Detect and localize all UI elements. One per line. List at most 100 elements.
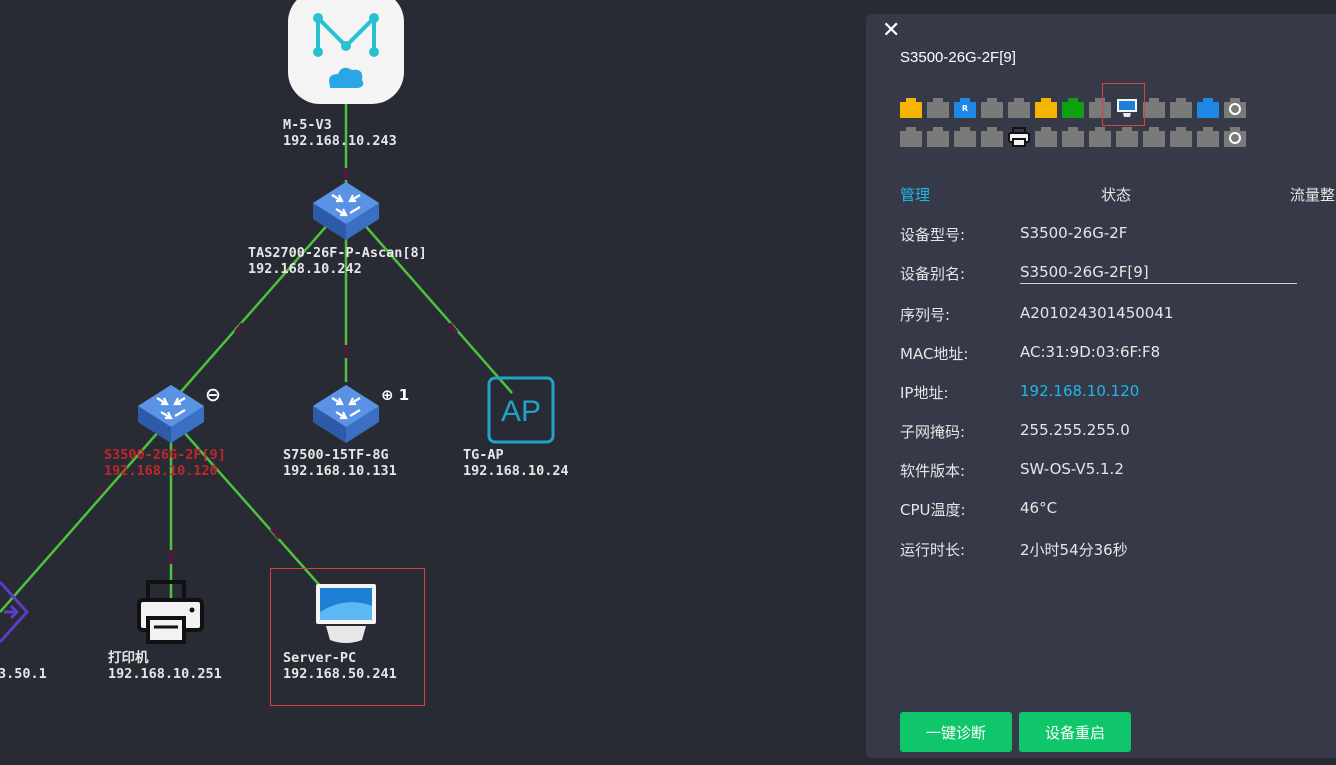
port-gray-icon[interactable] [927, 127, 949, 147]
port-gray-icon[interactable] [1062, 127, 1084, 147]
node-ip: 192.168.10.242 [248, 261, 362, 277]
device-alias-input[interactable] [1020, 261, 1297, 284]
node-name: M-5-V3 [283, 117, 332, 133]
info-value: S3500-26G-2F [1020, 224, 1128, 242]
cloud-controller-icon[interactable] [288, 0, 404, 104]
info-value: AC:31:9D:03:6F:F8 [1020, 343, 1161, 361]
port-label: R [961, 104, 969, 113]
selection-highlight [270, 568, 425, 706]
reboot-button[interactable]: 设备重启 [1019, 712, 1131, 752]
port-sfp-icon[interactable] [1224, 98, 1246, 118]
node-name: 打印机 [108, 650, 149, 666]
port-green-icon[interactable] [1062, 98, 1084, 118]
info-value: 2小时54分36秒 [1020, 541, 1128, 559]
info-key: IP地址: [900, 384, 949, 402]
port-gray-icon[interactable] [1170, 127, 1192, 147]
port-yellow-icon[interactable] [1035, 98, 1057, 118]
port-yellow-icon[interactable] [900, 98, 922, 118]
port-row-1: R [900, 98, 1246, 118]
node-name: TG-AP [463, 447, 504, 463]
info-key: MAC地址: [900, 345, 969, 363]
ip-address-link[interactable]: 192.168.10.120 [1020, 382, 1140, 400]
node-ip: 192.168.10.251 [108, 666, 222, 682]
router-icon[interactable] [0, 580, 30, 644]
expand-badge[interactable]: ⊕ 1 [381, 386, 410, 404]
port-gray-icon[interactable] [927, 98, 949, 118]
topology-links [0, 102, 513, 613]
close-icon[interactable]: ✕ [882, 18, 901, 43]
diagnose-button[interactable]: 一键诊断 [900, 712, 1012, 752]
port-blue-r-icon[interactable]: R [954, 98, 976, 118]
port-gray-icon[interactable] [954, 127, 976, 147]
node-ip: 192.168.10.131 [283, 463, 397, 479]
ap-icon-text: AP [501, 395, 541, 428]
port-gray-icon[interactable] [1143, 127, 1165, 147]
switch-icon[interactable] [313, 385, 379, 443]
node-label-router: 3.50.1 [0, 666, 47, 682]
port-gray-icon[interactable] [1170, 98, 1192, 118]
port-gray-icon[interactable] [981, 98, 1003, 118]
port-gray-icon[interactable] [1089, 98, 1111, 118]
port-monitor-icon[interactable] [1116, 98, 1138, 118]
switch-icon[interactable] [138, 385, 204, 443]
info-key: CPU温度: [900, 501, 966, 519]
port-sfp-icon[interactable] [1224, 127, 1246, 147]
node-name: S3500-26G-2F[9] [104, 447, 226, 463]
link-core-s3500 [177, 221, 331, 396]
info-value: A201024301450041 [1020, 304, 1174, 322]
node-ip: 192.168.10.24 [463, 463, 569, 479]
tab-manage[interactable]: 管理 [900, 186, 931, 204]
access-point-icon[interactable]: AP [487, 376, 555, 444]
port-gray-icon[interactable] [1008, 98, 1030, 118]
info-key: 运行时长: [900, 541, 966, 559]
node-label-core: TAS2700-26F-P-Ascan[8] 192.168.10.242 [248, 245, 427, 277]
info-value: SW-OS-V5.1.2 [1020, 460, 1124, 478]
info-key: 设备型号: [900, 226, 966, 244]
link-markers [96, 168, 458, 564]
link-marker [447, 322, 458, 335]
node-label-cloud: M-5-V3 192.168.10.243 [283, 117, 397, 149]
node-name: S7500-15TF-8G [283, 447, 389, 463]
port-printer-icon[interactable] [1008, 127, 1030, 147]
node-ip: 192.168.50.241 [283, 666, 397, 682]
port-gray-icon[interactable] [1143, 98, 1165, 118]
port-selection-highlight [1102, 83, 1145, 126]
node-label-printer: 打印机 192.168.10.251 [108, 650, 222, 682]
link-s3500-server [181, 429, 323, 589]
link-s3500-router [0, 429, 161, 613]
info-value: 46°C [1020, 499, 1058, 517]
monitor-icon[interactable] [316, 584, 376, 643]
node-ip: 192.168.10.120 [104, 463, 218, 479]
info-key: 设备别名: [900, 265, 966, 283]
printer-icon[interactable] [137, 580, 204, 644]
panel-title: S3500-26G-2F[9] [900, 49, 1016, 66]
link-marker [234, 322, 245, 335]
port-gray-icon[interactable] [1035, 127, 1057, 147]
collapse-badge[interactable]: ⊖ [205, 384, 221, 406]
node-name: TAS2700-26F-P-Ascan[8] [248, 245, 427, 261]
info-value: 255.255.255.0 [1020, 421, 1130, 439]
port-row-2 [900, 127, 1246, 147]
info-key: 子网掩码: [900, 423, 966, 441]
node-ip: 3.50.1 [0, 666, 47, 682]
node-label-server: Server-PC 192.168.50.241 [283, 650, 397, 682]
info-key: 软件版本: [900, 462, 966, 480]
node-ip: 192.168.10.243 [283, 133, 397, 149]
node-label-s3500: S3500-26G-2F[9] 192.168.10.120 [104, 447, 226, 479]
port-gray-icon[interactable] [1116, 127, 1138, 147]
port-gray-icon[interactable] [1089, 127, 1111, 147]
node-label-ap: TG-AP 192.168.10.24 [463, 447, 569, 479]
device-detail-panel: ✕ S3500-26G-2F[9] R 管理 状态 流量整 设备型号: S3500… [866, 14, 1336, 758]
port-gray-icon[interactable] [900, 127, 922, 147]
port-gray-icon[interactable] [1197, 127, 1219, 147]
panel-tabs: 管理 状态 流量整 [900, 184, 1336, 204]
node-label-s7500: S7500-15TF-8G 192.168.10.131 [283, 447, 397, 479]
switch-icon[interactable] [313, 182, 379, 240]
node-name: Server-PC [283, 650, 357, 666]
tab-status[interactable]: 状态 [1101, 186, 1132, 204]
port-gray-icon[interactable] [981, 127, 1003, 147]
link-marker [96, 484, 107, 497]
tab-traffic[interactable]: 流量整 [1290, 186, 1336, 204]
port-blue-icon[interactable] [1197, 98, 1219, 118]
